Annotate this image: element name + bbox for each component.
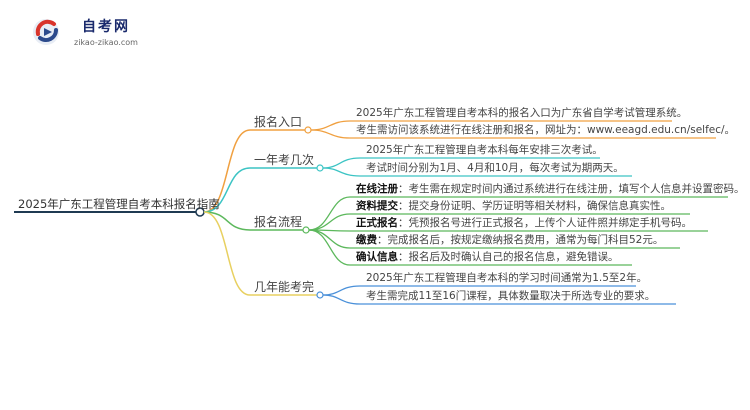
leaf-1-2: 考生需访问该系统进行在线注册和报名，网址为：www.eeagd.edu.cn/s… — [356, 123, 735, 137]
connector-branch-4-leaf-2 — [322, 294, 361, 305]
connector-branch-1-leaf-1 — [310, 120, 351, 131]
leaf-3-5-text: ：报名后及时确认自己的报名信息，避免错误。 — [398, 251, 619, 263]
root-topic: 2025年广东工程管理自考本科报名指南 — [18, 197, 220, 211]
leaf-3-3-text: ：凭预报名号进行正式报名，上传个人证件照并绑定手机号码。 — [398, 217, 692, 229]
leaf-3-3: 正式报名：凭预报名号进行正式报名，上传个人证件照并绑定手机号码。 — [356, 216, 692, 230]
branch-3-label: 报名流程 — [254, 215, 303, 229]
leaf-3-4-text: ：完成报名后，按规定缴纳报名费用，通常为每门科目52元。 — [377, 234, 664, 246]
connector-branch-2-leaf-1 — [322, 157, 361, 169]
leaf-3-1: 在线注册：考生需在规定时间内通过系统进行在线注册，填写个人信息并设置密码。 — [356, 182, 745, 196]
connector-root-branch-2 — [203, 167, 251, 213]
connector-branch-3-leaf-5 — [308, 229, 351, 266]
leaf-1-2-text: 考生需访问该系统进行在线注册和报名，网址为：www.eeagd.edu.cn/s… — [356, 124, 736, 136]
branch-1-label: 报名入口 — [254, 115, 303, 129]
leaf-3-5: 确认信息：报名后及时确认自己的报名信息，避免错误。 — [356, 250, 619, 264]
logo-mark-icon — [33, 19, 59, 45]
leaf-3-1-strong: 在线注册 — [356, 183, 398, 195]
connector-root-branch-3 — [203, 211, 251, 231]
site-logo[interactable]: 自考网 zikao-zikao.com — [30, 14, 150, 54]
logo-title: 自考网 — [82, 19, 130, 35]
connector-branch-4-leaf-1 — [322, 285, 361, 296]
leaf-3-1-text: ：考生需在规定时间内通过系统进行在线注册，填写个人信息并设置密码。 — [398, 183, 745, 195]
branch-1-dot — [304, 126, 312, 134]
connector-branch-3-leaf-2 — [308, 213, 351, 231]
leaf-3-2-strong: 资料提交 — [356, 200, 398, 212]
branch-4-dot — [316, 291, 324, 299]
branch-3-dot — [302, 226, 310, 234]
leaf-3-4: 缴费：完成报名后，按规定缴纳报名费用，通常为每门科目52元。 — [356, 233, 663, 247]
leaf-3-2-text: ：提交身份证明、学历证明等相关材料，确保信息真实性。 — [398, 200, 671, 212]
leaf-2-1: 2025年广东工程管理自考本科每年安排三次考试。 — [366, 143, 603, 157]
branch-2-label: 一年考几次 — [254, 153, 315, 167]
connector-branch-2-leaf-2 — [322, 167, 361, 177]
leaf-2-2-text: 考试时间分别为1月、4月和10月，每次考试为期两天。 — [366, 162, 624, 174]
leaf-3-3-strong: 正式报名 — [356, 217, 398, 229]
leaf-3-4-strong: 缴费 — [356, 234, 377, 246]
connector-branch-3-leaf-4 — [308, 229, 351, 249]
connector-root-branch-1 — [203, 129, 251, 213]
leaf-1-1-text: 2025年广东工程管理自考本科的报名入口为广东省自学考试管理系统。 — [356, 107, 688, 119]
leaf-4-1-text: 2025年广东工程管理自考本科的学习时间通常为1.5至2年。 — [366, 272, 648, 284]
leaf-3-2: 资料提交：提交身份证明、学历证明等相关材料，确保信息真实性。 — [356, 199, 671, 213]
leaf-2-1-text: 2025年广东工程管理自考本科每年安排三次考试。 — [366, 144, 603, 156]
leaf-4-2: 考生需完成11至16门课程，具体数量取决于所选专业的要求。 — [366, 289, 655, 303]
connector-branch-3-leaf-1 — [308, 196, 351, 231]
logo-url: zikao-zikao.com — [74, 38, 138, 47]
connector-root-branch-4 — [203, 211, 251, 296]
leaf-4-1: 2025年广东工程管理自考本科的学习时间通常为1.5至2年。 — [366, 271, 647, 285]
leaf-4-2-text: 考生需完成11至16门课程，具体数量取决于所选专业的要求。 — [366, 290, 656, 302]
branch-4-label: 几年能考完 — [254, 280, 315, 294]
connector-branch-1-leaf-2 — [310, 129, 351, 139]
branch-2-dot — [316, 164, 324, 172]
leaf-2-2: 考试时间分别为1月、4月和10月，每次考试为期两天。 — [366, 161, 624, 175]
leaf-3-5-strong: 确认信息 — [356, 251, 398, 263]
leaf-1-1: 2025年广东工程管理自考本科的报名入口为广东省自学考试管理系统。 — [356, 106, 687, 120]
